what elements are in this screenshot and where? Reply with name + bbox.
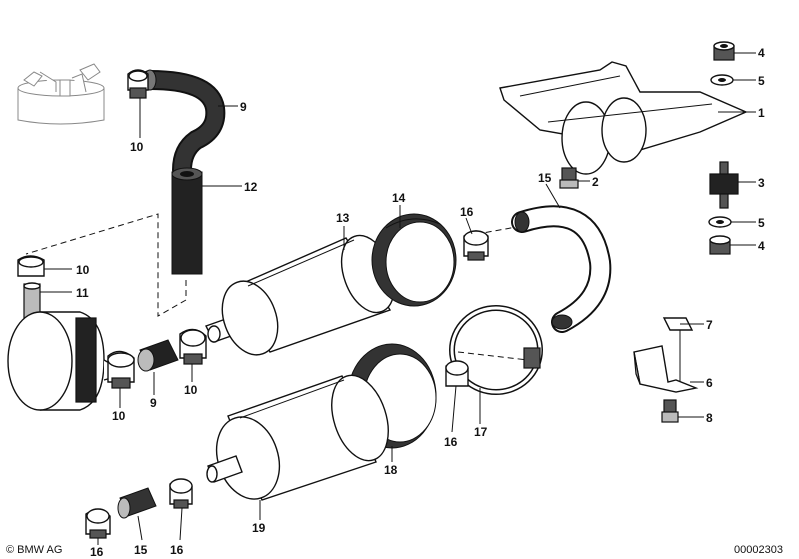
callout-16-bottom-mid: 16 [170, 543, 184, 557]
hose-piece-9-lower [137, 339, 179, 372]
callout-3: 3 [758, 176, 765, 190]
callout-5-top: 5 [758, 74, 765, 88]
washer-5-top [710, 74, 734, 86]
callout-8: 8 [706, 411, 713, 425]
clamp-16-bottom-left [85, 508, 111, 539]
callout-7: 7 [706, 318, 713, 332]
callout-10-lower: 10 [112, 409, 126, 423]
rubber-mount-3 [709, 161, 739, 209]
dashed-guide-left [25, 213, 187, 317]
clip-7 [662, 317, 694, 331]
callout-14: 14 [392, 191, 406, 205]
callout-15-upper: 15 [538, 171, 552, 185]
fuel-damper-cup [7, 311, 119, 411]
clamp-16-band [445, 360, 469, 387]
fitting-11 [23, 282, 41, 323]
diagram-number: 00002303 [734, 544, 783, 556]
nut-4-top [713, 41, 735, 61]
callout-5-bottom: 5 [758, 216, 765, 230]
fuel-hose-curved [140, 69, 226, 180]
clamp-10-center [179, 328, 207, 365]
callout-16-bottom-left: 16 [90, 545, 104, 559]
clamp-16-upper [463, 230, 489, 261]
callout-13: 13 [336, 211, 350, 225]
callout-labels: 4 5 1 3 5 4 2 9 10 12 10 11 13 14 16 15 … [76, 46, 765, 559]
callout-9-lower: 9 [150, 396, 157, 410]
washer-5-bottom [708, 216, 732, 228]
callout-17: 17 [474, 425, 488, 439]
dashed-guide-band [457, 351, 529, 361]
callout-10-top: 10 [130, 140, 144, 154]
rubber-ring-14 [371, 213, 457, 307]
hose-clamp-top [127, 69, 149, 99]
callout-4-bottom: 4 [758, 239, 765, 253]
callout-10-center: 10 [184, 383, 198, 397]
callout-6: 6 [706, 376, 713, 390]
bolt-2 [559, 167, 579, 189]
callout-18: 18 [384, 463, 398, 477]
fuel-hose-straight [171, 167, 203, 275]
callout-11: 11 [76, 286, 89, 300]
callout-16-band: 16 [444, 435, 458, 449]
fuel-hose-15-curved [511, 205, 612, 333]
callout-19: 19 [252, 521, 266, 535]
callout-15-bottom: 15 [134, 543, 148, 557]
bolt-8 [661, 399, 679, 423]
clamp-16-bottom-mid [169, 478, 193, 509]
fuel-hose-15-short [117, 487, 157, 519]
callout-4-top: 4 [758, 46, 765, 60]
callout-16-upper: 16 [460, 205, 474, 219]
callout-9-top: 9 [240, 100, 247, 114]
callout-2: 2 [592, 175, 599, 189]
mounting-band-17 [449, 305, 543, 395]
fuel-pump-19 [206, 374, 389, 501]
mounting-bracket-1 [499, 61, 748, 175]
tank-outlet-sketch [17, 63, 105, 125]
nut-4-bottom [709, 235, 731, 255]
leader-lines [40, 52, 756, 545]
copyright-text: © BMW AG [6, 544, 62, 556]
callout-12: 12 [244, 180, 258, 194]
callout-10-left: 10 [76, 263, 90, 277]
clamp-10-lower-left [107, 350, 135, 389]
callout-1: 1 [758, 106, 765, 120]
bracket-6 [633, 345, 699, 393]
clamp-10-left [17, 255, 45, 277]
